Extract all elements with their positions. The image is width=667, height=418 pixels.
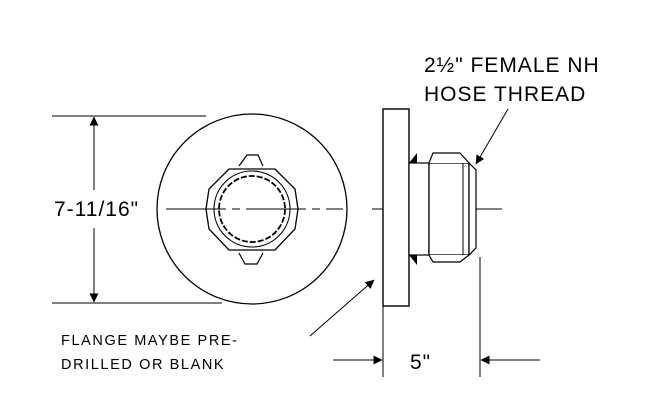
thread-callout-line1: 2½" FEMALE NH xyxy=(424,54,600,77)
height-dimension xyxy=(52,115,222,304)
thread-leader xyxy=(475,108,509,165)
width-dimension xyxy=(333,257,540,377)
flange-face-circle xyxy=(156,113,348,305)
thread-callout-line2: HOSE THREAD xyxy=(424,83,586,106)
flange-note-line1: FLANGE MAYBE PRE- xyxy=(61,333,239,349)
neck xyxy=(408,162,430,256)
coupling-nut-top xyxy=(428,152,470,164)
width-dimension-label: 5" xyxy=(410,351,431,374)
leaders xyxy=(309,108,509,337)
flange-plate xyxy=(382,108,410,307)
bottom-lug xyxy=(238,252,264,265)
side-view xyxy=(382,108,477,307)
neck-fillet-bottom xyxy=(409,255,417,265)
height-dimension-label: 7-11/16" xyxy=(54,198,139,221)
neck-fillet-top xyxy=(409,153,417,163)
flange-leader xyxy=(309,279,375,337)
thread-face xyxy=(468,161,477,257)
flange-note-line2: DRILLED OR BLANK xyxy=(61,357,225,373)
top-lug xyxy=(238,154,264,167)
coupling-nut-bottom xyxy=(428,254,470,263)
